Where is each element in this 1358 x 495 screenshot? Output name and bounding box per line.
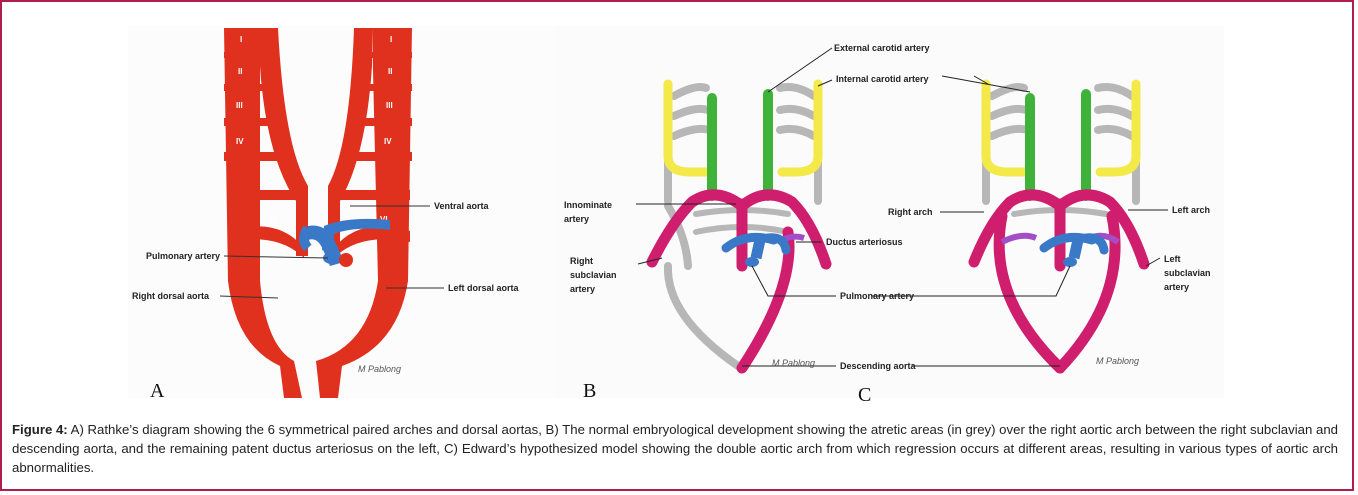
label-right-arch: Right arch (888, 207, 933, 217)
svg-text:I: I (390, 35, 392, 44)
svg-text:II: II (388, 67, 392, 76)
label-right-subclavian-3: artery (570, 284, 595, 294)
svg-text:II: II (238, 67, 242, 76)
signature-a: M Pablong (358, 364, 401, 374)
panel-a-rathke-diagram: I I II II III III IV IV V V VI VI (128, 26, 556, 398)
panel-bc-svg: M Pablong (556, 26, 1224, 398)
label-pulmonary-artery-a: Pulmonary artery (146, 251, 220, 261)
label-left-subclavian-3: artery (1164, 282, 1189, 292)
label-pulmonary-artery-b: Pulmonary artery (840, 291, 914, 301)
panel-a-svg: I I II II III III IV IV V V VI VI (128, 26, 556, 398)
panel-a-background (128, 26, 556, 398)
label-left-dorsal-aorta: Left dorsal aorta (448, 283, 520, 293)
panel-letter-a: A (150, 380, 164, 403)
signature-c: M Pablong (1096, 356, 1139, 366)
svg-text:V: V (370, 177, 376, 186)
label-external-carotid: External carotid artery (834, 43, 930, 53)
label-innominate-2: artery (564, 214, 589, 224)
svg-text:III: III (386, 101, 393, 110)
svg-text:IV: IV (236, 137, 244, 146)
panel-letter-b: B (583, 380, 596, 403)
label-left-subclavian-1: Left (1164, 254, 1181, 264)
svg-text:I: I (240, 35, 242, 44)
label-innominate-1: Innominate (564, 200, 612, 210)
label-internal-carotid: Internal carotid artery (836, 74, 929, 84)
svg-text:V: V (268, 177, 274, 186)
label-left-subclavian-2: subclavian (1164, 268, 1211, 278)
panel-letter-c: C (858, 384, 871, 407)
label-right-subclavian-1: Right (570, 256, 593, 266)
panel-bc: M Pablong (556, 26, 1224, 398)
figure-caption: Figure 4: A) Rathke’s diagram showing th… (12, 420, 1338, 477)
label-descending-aorta: Descending aorta (840, 361, 917, 371)
label-right-dorsal-aorta: Right dorsal aorta (132, 291, 210, 301)
label-right-subclavian-2: subclavian (570, 270, 617, 280)
svg-text:VI: VI (270, 215, 278, 224)
caption-text: A) Rathke’s diagram showing the 6 symmet… (12, 422, 1338, 475)
label-left-arch: Left arch (1172, 205, 1210, 215)
signature-b: M Pablong (772, 358, 815, 368)
svg-text:IV: IV (384, 137, 392, 146)
label-ventral-aorta: Ventral aorta (434, 201, 490, 211)
label-ductus-arteriosus: Ductus arteriosus (826, 237, 903, 247)
caption-prefix: Figure 4: (12, 422, 68, 437)
svg-text:III: III (236, 101, 243, 110)
